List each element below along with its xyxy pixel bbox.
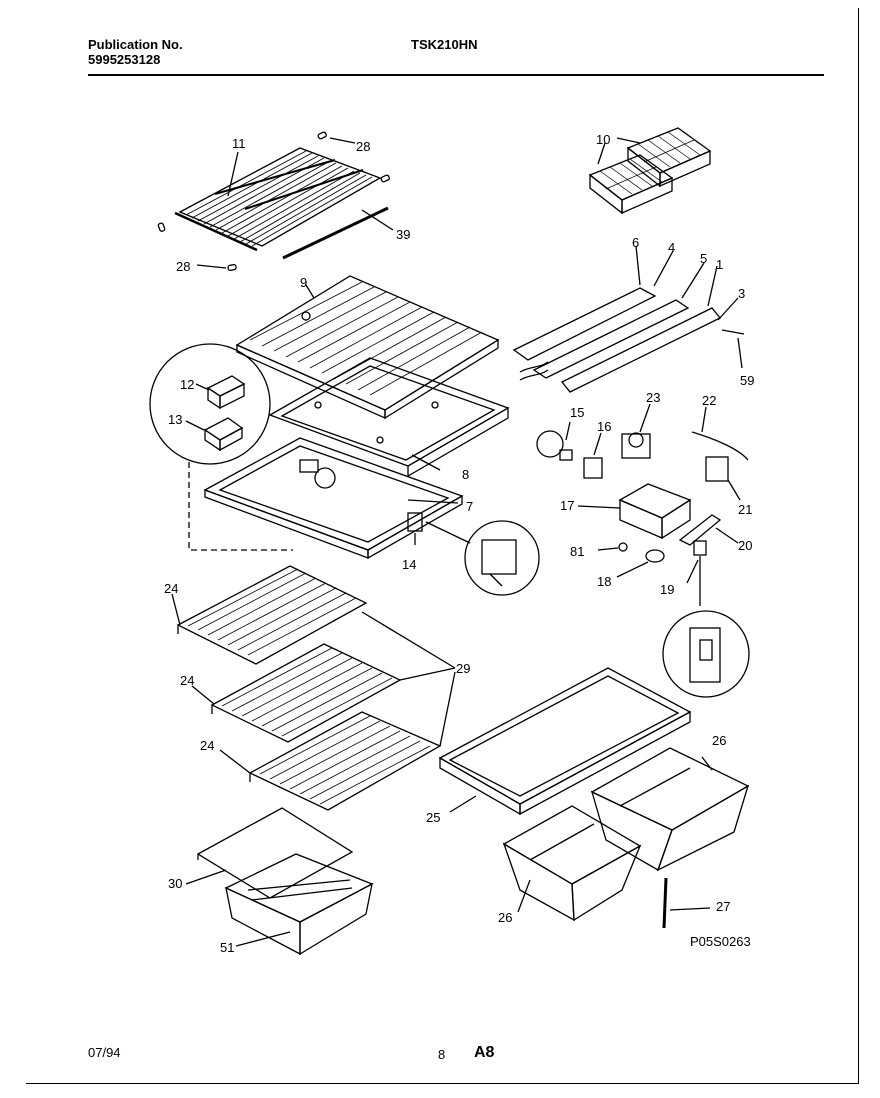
publication-number: 5995253128 [88,52,161,67]
callout-30: 30 [168,876,183,891]
callout-24-middle: 24 [180,673,195,688]
callout-1: 1 [716,257,724,272]
page-number: 8 [438,1047,446,1062]
callout-4: 4 [668,240,676,255]
callout-25: 25 [426,810,441,825]
dial-parts [203,375,246,452]
callout-14: 14 [402,557,417,572]
callout-17: 17 [560,498,575,513]
freezer-shelf [235,275,500,420]
top-wire-shelf [174,147,382,252]
callout-7: 7 [466,499,474,514]
callout-24-top: 24 [164,581,179,596]
callout-24-bottom: 24 [200,738,215,753]
shelf-frame [268,357,510,478]
control-tray [203,437,464,560]
callout-59: 59 [740,373,755,388]
drawing-id: P05S0263 [690,934,751,949]
wire-shelf-1 [176,565,368,665]
publication-label: Publication No. [88,37,183,52]
wire-shelf-2 [210,643,402,743]
callout-28-bottom: 28 [176,259,191,274]
callout-39: 39 [396,227,411,242]
callout-28-top: 28 [356,139,371,154]
callout-29: 29 [456,661,471,676]
callout-13: 13 [168,412,183,427]
section-code: A8 [474,1044,495,1061]
callout-12: 12 [180,377,195,392]
callout-11: 11 [232,136,246,151]
callout-10: 10 [596,132,611,147]
callout-15: 15 [570,405,585,420]
callout-18: 18 [597,574,612,589]
page-border [26,8,859,1084]
callout-27: 27 [716,899,731,914]
footer-date: 07/94 [88,1045,121,1060]
meat-keeper [196,807,374,956]
callout-8: 8 [462,467,470,482]
crisper-left [502,805,642,922]
callout-26-left: 26 [498,910,513,925]
wire-shelf-3 [248,711,442,811]
callout-51: 51 [220,940,235,955]
callout-9: 9 [300,275,308,290]
callout-22: 22 [702,393,717,408]
callout-21: 21 [738,502,753,517]
callout-20: 20 [738,538,753,553]
crisper-right [590,747,750,872]
callout-26-right: 26 [712,733,727,748]
ice-trays [588,127,712,215]
light-rails [512,287,722,393]
callout-81: 81 [570,544,585,559]
callout-3: 3 [738,286,746,301]
model-number: TSK210HN [411,37,478,52]
callout-19: 19 [660,582,675,597]
callout-6: 6 [632,235,640,250]
callout-5: 5 [700,251,708,266]
callout-16: 16 [597,419,612,434]
crisper-cover [438,667,692,816]
callout-23: 23 [646,390,661,405]
